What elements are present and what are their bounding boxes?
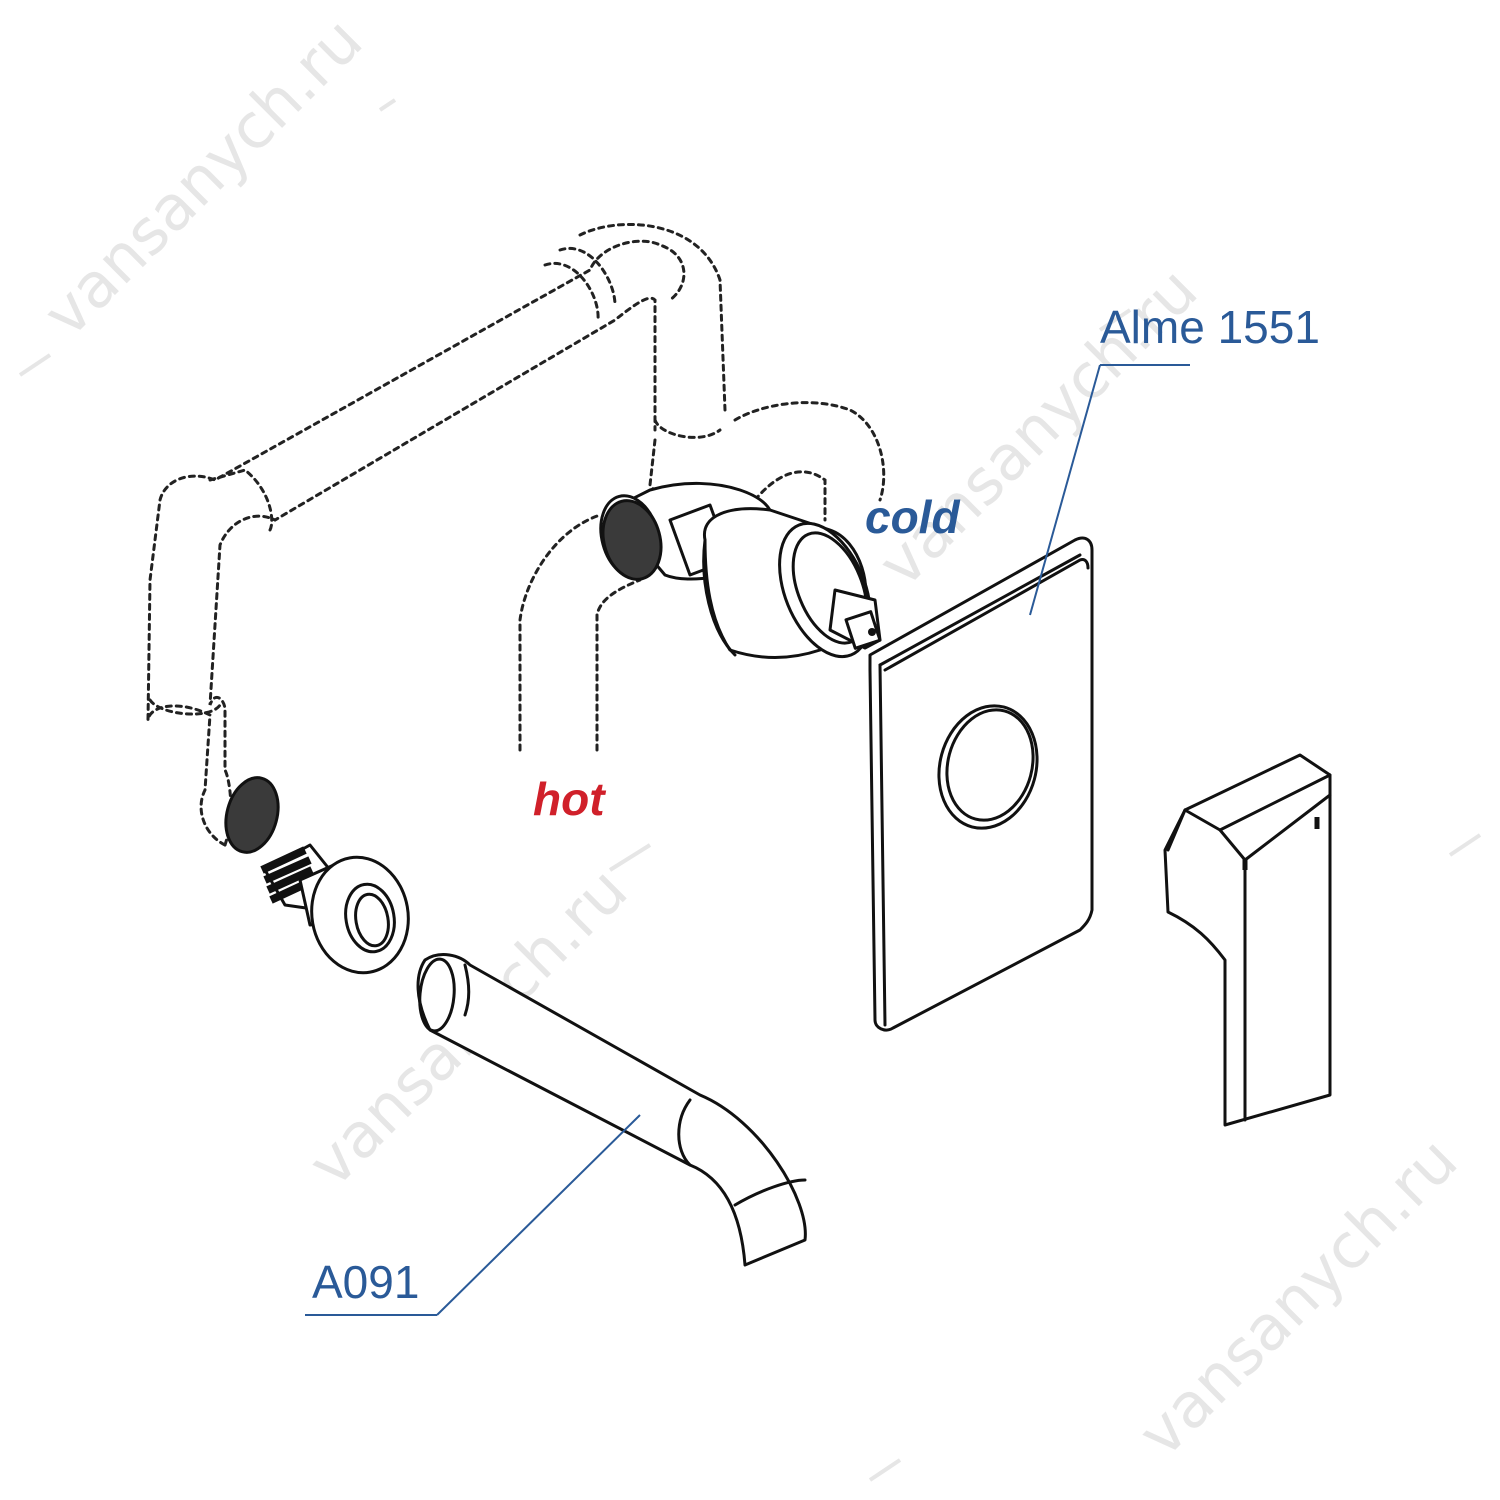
spout: [416, 953, 807, 1267]
spout-part-label: A091: [312, 1256, 419, 1308]
mixer-body: [599, 481, 882, 659]
spout-leader: [436, 1114, 641, 1316]
hot-inlet-label: hot: [533, 773, 606, 825]
spout-connector: [224, 776, 410, 975]
watermark-text: vansanych.ru: [1124, 1123, 1471, 1470]
leader-lines: [305, 364, 1190, 1316]
cold-inlet-label: cold: [865, 491, 960, 543]
cover-plate: [868, 536, 1094, 1032]
concealed-pipework: [146, 223, 886, 847]
watermark-text: vansanych.ru: [29, 3, 376, 350]
lever-handle: [1163, 753, 1332, 1127]
cover-leader: [1029, 364, 1101, 616]
cover-part-label: Alme 1551: [1100, 301, 1320, 353]
